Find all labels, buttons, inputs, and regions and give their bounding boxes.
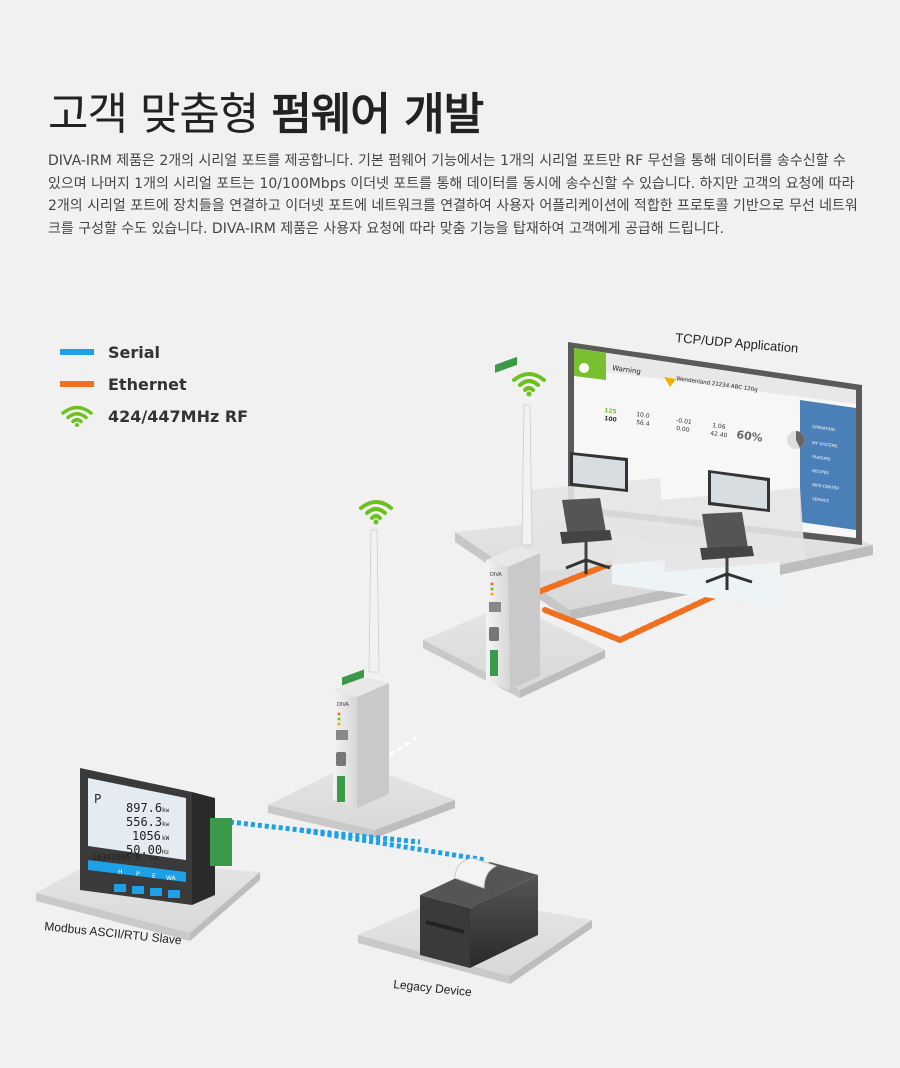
wifi-icon bbox=[512, 372, 546, 397]
menu-service: SERVICE bbox=[812, 496, 830, 503]
device-brand: DIVA bbox=[490, 572, 502, 578]
device-brand: DIVA bbox=[337, 702, 349, 708]
meter-key-label: WA bbox=[166, 875, 177, 882]
meter-unit: kwh bbox=[150, 856, 159, 862]
meter-key-label: P bbox=[136, 871, 140, 878]
legacy-label: Legacy Device bbox=[393, 977, 473, 999]
screen-readout-4: 56.4 bbox=[636, 419, 650, 428]
meter-key-label: H bbox=[118, 869, 123, 876]
title-bold: 펌웨어 개발 bbox=[271, 89, 484, 140]
menu-my-systems: MY SYSTEMS bbox=[812, 440, 839, 449]
legacy-printer bbox=[420, 857, 538, 968]
meter-unit: kw bbox=[162, 807, 170, 814]
workstations bbox=[528, 452, 805, 590]
ethernet-line-swatch bbox=[60, 381, 94, 387]
menu-recipes: RECIPES bbox=[812, 468, 830, 475]
screen-value-1: 1.06 bbox=[712, 422, 726, 431]
legend-label: 424/447MHz RF bbox=[108, 406, 249, 426]
meter-reading: 16342085.8 bbox=[92, 853, 140, 862]
network-diagram: Warning Wendenland 21234 ABC 120g OPERAT… bbox=[36, 330, 873, 999]
screen-status: Warning bbox=[612, 364, 642, 376]
wifi-icon bbox=[61, 405, 93, 427]
screen-readout-2: 100 bbox=[604, 415, 617, 424]
legend-label: Serial bbox=[108, 342, 161, 362]
diva-device-1: DIVA bbox=[333, 529, 389, 808]
meter-mode: P bbox=[94, 792, 101, 806]
legend-label: Ethernet bbox=[108, 374, 187, 394]
power-meter: P 897.6 kw 556.3 kw 1056 kW 50.00 Hz 163… bbox=[80, 768, 232, 905]
meter-unit: kW bbox=[162, 835, 170, 842]
meter-reading: 556.3 bbox=[126, 815, 162, 829]
screen-delta-1: -0.01 bbox=[676, 417, 693, 426]
screen-delta-2: 0.00 bbox=[676, 425, 690, 434]
legend-item-ethernet: Ethernet bbox=[60, 368, 248, 400]
page-title: 고객 맞춤형 펌웨어 개발 bbox=[48, 78, 484, 142]
meter-reading: 897.6 bbox=[126, 801, 162, 815]
menu-info-center: INFO CENTER bbox=[812, 482, 840, 491]
legend-item-serial: Serial bbox=[60, 336, 248, 368]
menu-operation: OPERATION bbox=[812, 424, 835, 432]
screen-readout-3: 10.0 bbox=[636, 411, 650, 420]
screen-readout-1: 125 bbox=[604, 407, 617, 416]
screen-percent: 60% bbox=[736, 428, 764, 445]
meter-key-label: E bbox=[152, 873, 156, 880]
serial-line-swatch bbox=[60, 349, 94, 355]
screen-value-2: 42.40 bbox=[710, 430, 728, 439]
menu-favours: FAVOURS bbox=[812, 454, 831, 462]
meter-reading: 50.00 bbox=[126, 843, 162, 857]
diva-device-2: DIVA bbox=[486, 356, 540, 690]
legend: Serial Ethernet 424/447MHz RF bbox=[60, 336, 248, 432]
meter-unit: Hz bbox=[162, 849, 170, 856]
wifi-icon bbox=[359, 500, 393, 525]
meter-reading: 1056 bbox=[132, 829, 161, 843]
title-normal: 고객 맞춤형 bbox=[48, 89, 272, 140]
description: DIVA-IRM 제품은 2개의 시리얼 포트를 제공합니다. 기본 펌웨어 기… bbox=[48, 153, 858, 237]
app-label: TCP/UDP Application bbox=[675, 330, 799, 356]
legend-item-rf: 424/447MHz RF bbox=[60, 400, 248, 432]
meter-unit: kw bbox=[162, 821, 170, 828]
